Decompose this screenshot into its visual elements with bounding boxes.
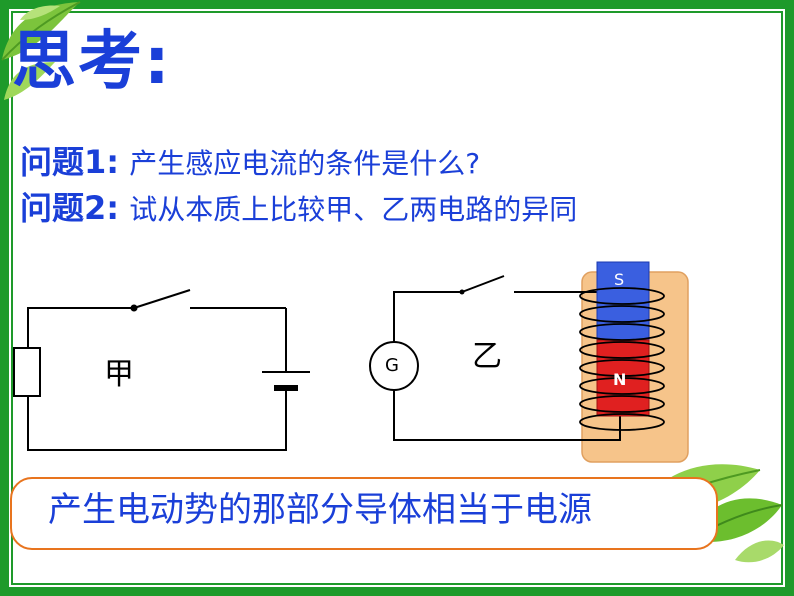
circuit-yi-label: 乙: [472, 339, 502, 374]
leaf-top-left-icon: [1, 1, 81, 100]
circuit-jia: [13, 289, 310, 451]
question-1: 问题1: 产生感应电流的条件是什么?: [20, 146, 480, 178]
answer-box: [10, 477, 718, 550]
galvanometer-icon: [369, 341, 419, 391]
question-2-label: 问题2:: [20, 189, 120, 227]
question-2: 问题2: 试从本质上比较甲、乙两电路的异同: [20, 192, 577, 224]
answer-text: 产生电动势的那部分导体相当于电源: [48, 490, 592, 530]
magnet-s-pole: [596, 261, 650, 341]
galvanometer-label: G: [385, 355, 399, 376]
circuit-jia-label: 甲: [104, 357, 134, 392]
magnet-n-label: N: [613, 370, 627, 389]
question-1-label: 问题1:: [20, 143, 120, 181]
question-1-text: 产生感应电流的条件是什么?: [129, 147, 481, 180]
magnet-s-label: S: [614, 270, 625, 289]
coil: [579, 287, 665, 431]
question-2-text: 试从本质上比较甲、乙两电路的异同: [129, 193, 578, 226]
slide-inner-border: [11, 11, 783, 585]
page-title: 思考:: [12, 25, 172, 99]
circuit-yi: [369, 261, 689, 463]
